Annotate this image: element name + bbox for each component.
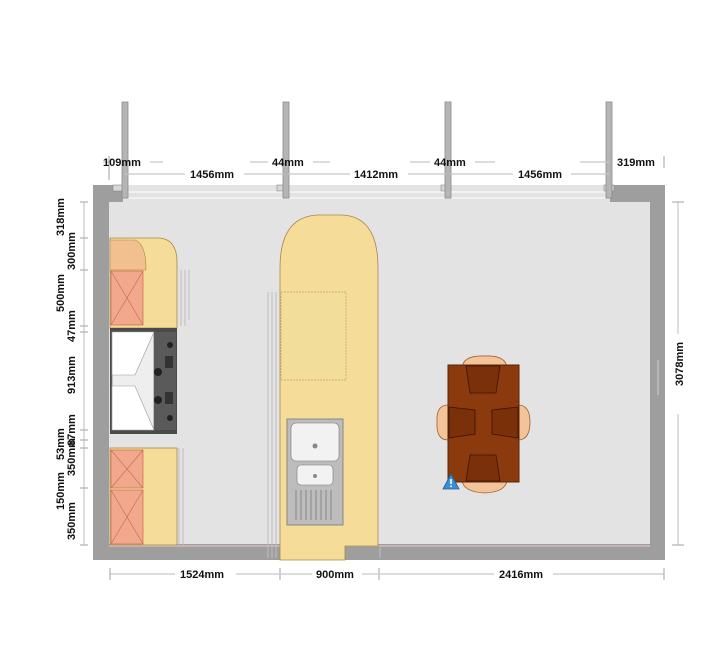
right-dim-3078: 3078mm (674, 342, 686, 386)
left-dim-53: 53mm (55, 428, 67, 460)
top-dim-109: 109mm (103, 157, 141, 169)
top-dim-44-b: 44mm (434, 157, 466, 169)
bottom-dim-2416: 2416mm (499, 569, 543, 581)
stove-icon (110, 328, 177, 434)
top-dim-1412: 1412mm (354, 169, 398, 181)
bottom-dimension-lines (109, 568, 665, 580)
left-dim-47: 47mm (66, 310, 78, 342)
floor (109, 202, 650, 544)
top-dim-319: 319mm (617, 157, 655, 169)
top-dim-1456-b: 1456mm (518, 169, 562, 181)
warning-icon (442, 473, 460, 490)
bottom-dim-1524: 1524mm (180, 569, 224, 581)
left-dim-300: 300mm (66, 232, 78, 270)
left-dim-913: 913mm (66, 356, 78, 394)
left-dim-87: 87mm (66, 414, 78, 446)
right-dimension-line (657, 201, 684, 546)
left-dimension-lines (80, 201, 88, 546)
sink-icon (286, 418, 344, 526)
window-posts (121, 101, 613, 199)
left-dim-318: 318mm (55, 198, 67, 236)
left-counter (109, 237, 190, 546)
top-dimension-lines (103, 156, 665, 180)
top-dim-1456-a: 1456mm (190, 169, 234, 181)
left-dim-350-b: 350mm (66, 502, 78, 540)
left-dim-500: 500mm (55, 274, 67, 312)
dining-table-icon (436, 355, 531, 494)
left-dim-350-a: 350mm (66, 438, 78, 476)
top-dim-44-a: 44mm (272, 157, 304, 169)
window-icon (112, 184, 615, 202)
bottom-dim-900: 900mm (316, 569, 354, 581)
left-dim-150: 150mm (55, 472, 67, 510)
